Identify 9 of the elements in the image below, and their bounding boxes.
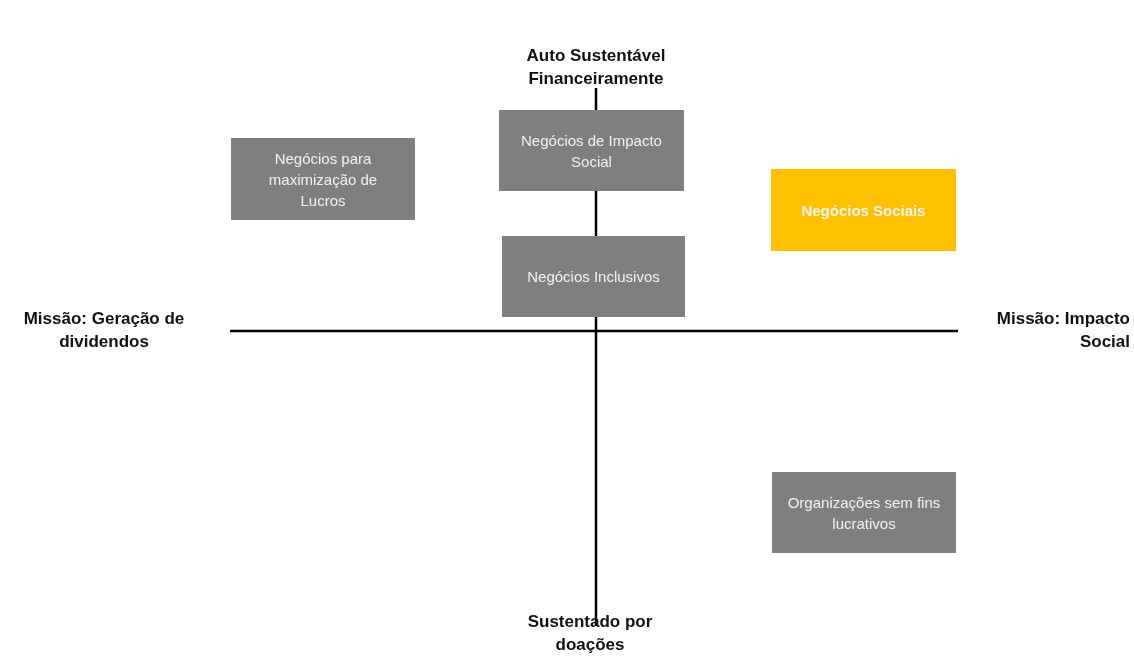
axis-label: Sustentado por doações xyxy=(526,611,654,656)
axis-label: Missão: Geração de dividendos xyxy=(22,308,186,353)
category-box: Negócios Inclusivos xyxy=(502,236,685,317)
category-box: Negócios Sociais xyxy=(771,169,956,251)
category-box: Negócios de Impacto Social xyxy=(499,110,684,191)
axis-label: Auto Sustentável Financeiramente xyxy=(525,45,667,90)
category-box: Negócios para maximização de Lucros xyxy=(231,138,415,220)
category-box: Organizações sem fins lucrativos xyxy=(772,472,956,553)
axis-label: Missão: Impacto Social xyxy=(995,308,1130,353)
